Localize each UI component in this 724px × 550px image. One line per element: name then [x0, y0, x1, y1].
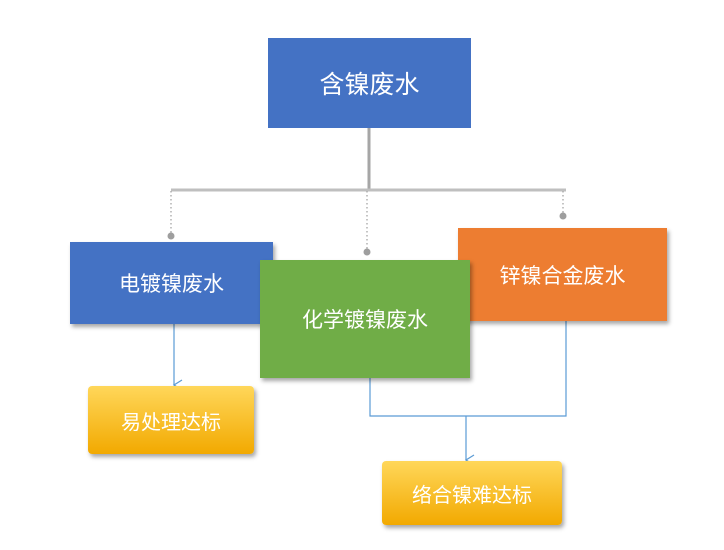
- node-electroplating-nickel-wastewater: 电镀镍废水: [70, 242, 273, 324]
- root-node-nickel-wastewater: 含镍废水: [268, 38, 471, 128]
- root-node-label: 含镍废水: [319, 70, 420, 99]
- electroplating-node-label: 电镀镍废水: [119, 272, 224, 296]
- node-chemical-nickel-plating-wastewater: 化学镀镍废水: [260, 260, 470, 378]
- node-easy-to-meet-standard: 易处理达标: [88, 386, 254, 454]
- hard-node-label: 络合镍难达标: [412, 482, 532, 507]
- alloy-node-label: 锌镍合金废水: [499, 263, 626, 288]
- node-complexed-nickel-hard-to-meet-standard: 络合镍难达标: [382, 461, 562, 525]
- chemical-node-label: 化学镀镍废水: [302, 308, 428, 332]
- merge-line-chemical-alloy: [369, 321, 567, 417]
- drop-dot-electroplating: [167, 232, 175, 240]
- drop-dot-alloy: [559, 212, 567, 220]
- node-zinc-nickel-alloy-wastewater: 锌镍合金废水: [458, 228, 667, 321]
- easy-node-label: 易处理达标: [121, 409, 221, 434]
- drop-dot-chemical: [363, 248, 371, 256]
